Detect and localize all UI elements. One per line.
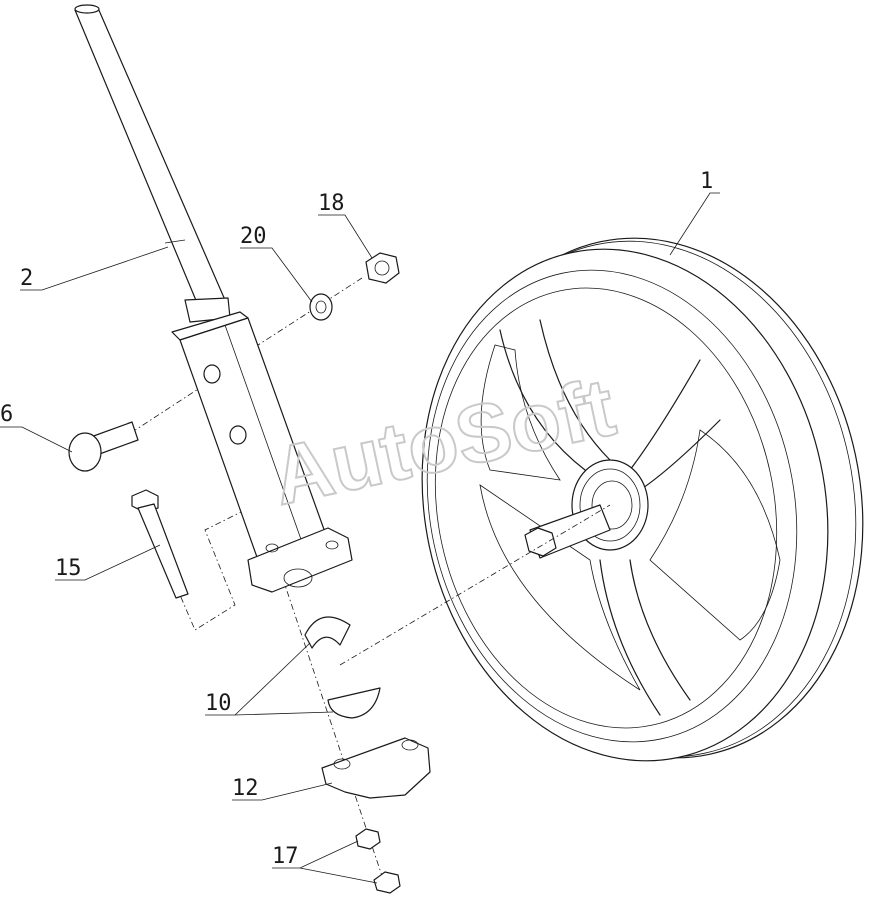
upper-clamp (247, 527, 353, 593)
lower-clamp-12 (321, 737, 431, 799)
label-6: 6 (0, 402, 13, 427)
label-10: 10 (205, 691, 232, 716)
bolt-15 (131, 489, 189, 599)
stem-shaft (74, 4, 231, 323)
center-lines (119, 277, 611, 886)
leader-lines (0, 192, 720, 884)
label-17: 17 (272, 844, 299, 869)
label-20: 20 (240, 224, 267, 249)
label-18: 18 (318, 191, 345, 216)
bushings-10 (304, 616, 381, 719)
nut-18 (365, 252, 400, 284)
sleeve-tube (171, 311, 327, 561)
label-12: 12 (232, 776, 259, 801)
pin-6 (68, 421, 139, 472)
label-2: 2 (20, 266, 33, 291)
part-labels: 1 2 6 10 12 15 17 18 20 (0, 169, 713, 869)
nuts-17 (355, 828, 401, 894)
wheel (421, 237, 864, 762)
label-1: 1 (700, 169, 713, 194)
label-15: 15 (55, 556, 82, 581)
washer-20 (309, 293, 333, 321)
